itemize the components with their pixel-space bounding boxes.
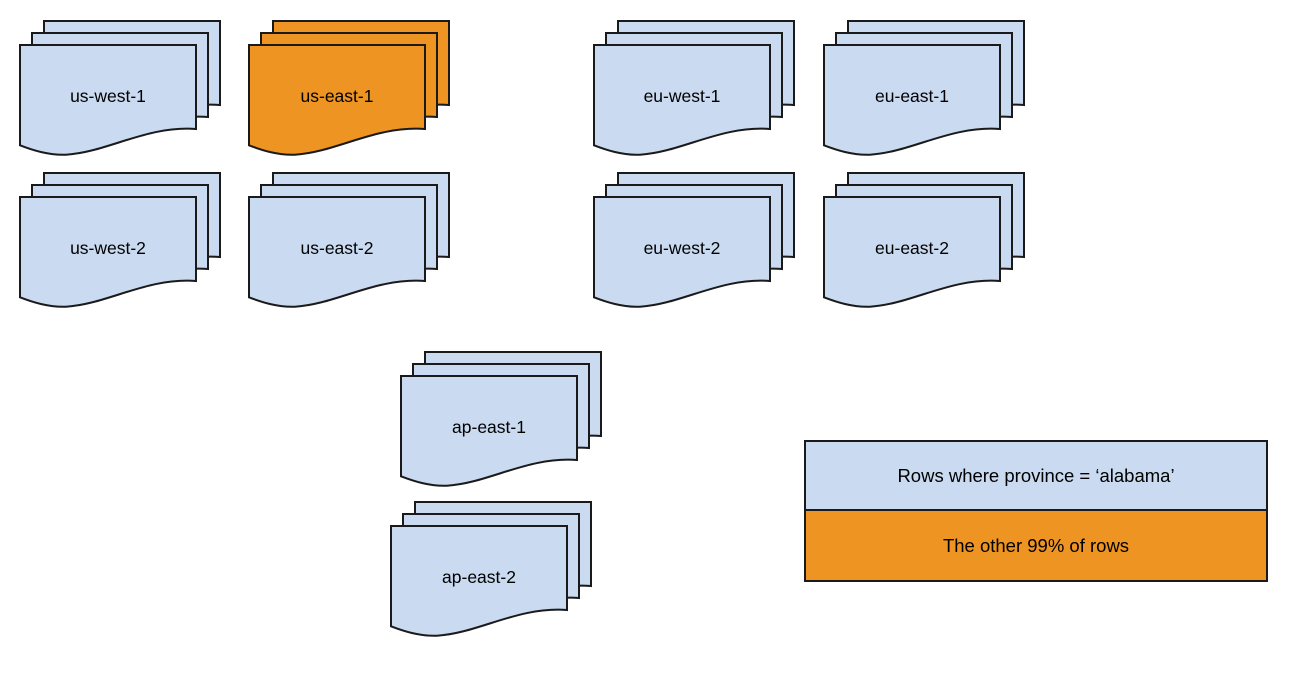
document-sheet-front	[593, 196, 771, 308]
document-icon	[593, 196, 771, 308]
region-stack-us-east-1[interactable]: us-east-1	[248, 19, 455, 163]
region-label: eu-west-2	[644, 238, 721, 258]
document-sheet-front	[823, 44, 1001, 156]
region-stack-us-east-2[interactable]: us-east-2	[248, 171, 455, 315]
region-stack-us-west-2[interactable]: us-west-2	[19, 171, 226, 315]
document-sheet-front	[19, 44, 197, 156]
document-icon	[248, 44, 426, 156]
legend-row-other-rows: The other 99% of rows	[806, 511, 1266, 580]
document-sheet-front	[19, 196, 197, 308]
document-icon	[593, 44, 771, 156]
region-label: us-east-2	[301, 238, 374, 258]
region-stack-ap-east-1[interactable]: ap-east-1	[400, 350, 607, 494]
region-stack-eu-west-1[interactable]: eu-west-1	[593, 19, 800, 163]
document-sheet-front	[400, 375, 578, 487]
document-icon	[823, 196, 1001, 308]
document-sheet-front	[593, 44, 771, 156]
region-stack-eu-east-1[interactable]: eu-east-1	[823, 19, 1030, 163]
region-label: eu-east-2	[875, 238, 949, 258]
region-label: eu-east-1	[875, 86, 949, 106]
document-icon	[19, 196, 197, 308]
legend-label: The other 99% of rows	[942, 534, 1130, 556]
region-label: eu-west-1	[644, 86, 721, 106]
region-label: us-west-2	[70, 238, 146, 258]
region-stack-eu-east-2[interactable]: eu-east-2	[823, 171, 1030, 315]
legend-label: Rows where province = ‘alabama’	[897, 464, 1175, 486]
legend: Rows where province = ‘alabama’ The othe…	[804, 440, 1268, 582]
document-icon	[400, 375, 578, 487]
region-stack-us-west-1[interactable]: us-west-1	[19, 19, 226, 163]
document-icon	[248, 196, 426, 308]
region-stack-eu-west-2[interactable]: eu-west-2	[593, 171, 800, 315]
document-sheet-front	[248, 44, 426, 156]
document-sheet-front	[823, 196, 1001, 308]
document-icon	[823, 44, 1001, 156]
region-stack-ap-east-2[interactable]: ap-east-2	[390, 500, 597, 644]
document-sheet-front	[390, 525, 568, 637]
region-label: us-east-1	[301, 86, 374, 106]
document-icon	[390, 525, 568, 637]
region-label: ap-east-2	[442, 567, 516, 587]
region-label: us-west-1	[70, 86, 146, 106]
legend-row-matching-rows: Rows where province = ‘alabama’	[806, 442, 1266, 511]
document-sheet-front	[248, 196, 426, 308]
document-icon	[19, 44, 197, 156]
region-label: ap-east-1	[452, 417, 526, 437]
